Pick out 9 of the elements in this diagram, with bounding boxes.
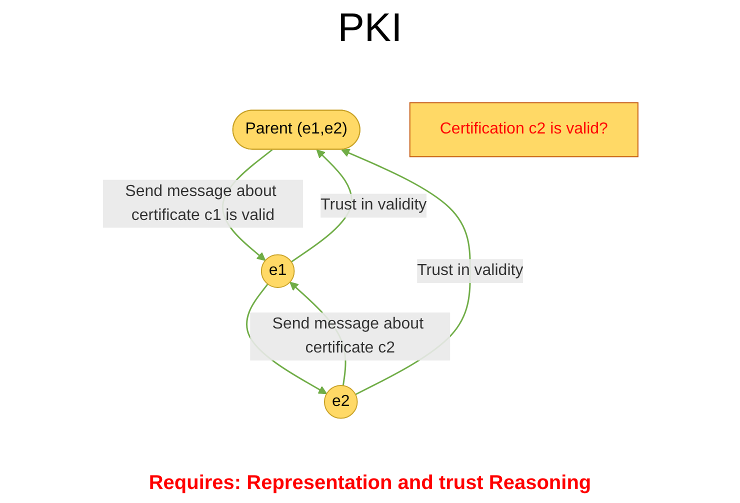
node-box: Certification c2 is valid?: [408, 102, 638, 158]
edge-label: Send message about certificate c2: [272, 316, 424, 356]
diagram-caption: Requires: Representation and trust Reasoning: [148, 472, 592, 495]
edge-label: Send message about certificate c1 is valid: [124, 182, 276, 224]
edge-label: Trust in validity: [320, 196, 426, 214]
node-circle: e2: [323, 385, 358, 419]
diagram-title: PKI: [338, 6, 402, 51]
node-circle: e1: [260, 254, 294, 288]
edge-label: Trust in validity: [416, 262, 523, 280]
